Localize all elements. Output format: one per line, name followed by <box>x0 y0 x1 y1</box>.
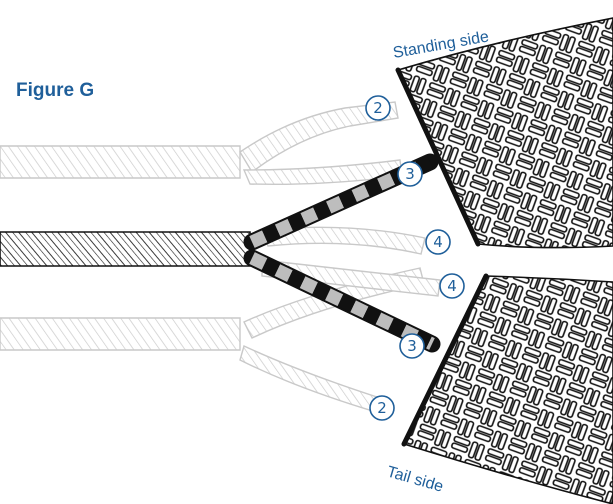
callout-circle <box>439 273 465 299</box>
callout-number: 4 <box>447 277 457 295</box>
callout-circle <box>425 229 451 255</box>
callout-3-upper: 3 <box>397 161 423 187</box>
callout-3-lower: 3 <box>399 333 425 359</box>
callout-number: 2 <box>377 399 387 417</box>
lower-banded-strand <box>243 249 441 353</box>
callout-circle <box>365 95 391 121</box>
callout-circle <box>399 333 425 359</box>
middle-faded-strands <box>261 226 441 297</box>
tail-side-label: Tail side <box>385 464 445 496</box>
upper-faded-rope <box>0 101 403 186</box>
callout-number: 2 <box>373 99 383 117</box>
standing-cut-line <box>395 67 481 247</box>
callout-number: 4 <box>433 233 443 251</box>
callout-2-upper: 2 <box>365 95 391 121</box>
callout-4-lower: 4 <box>439 273 465 299</box>
lower-faded-rope <box>0 267 425 413</box>
callout-circle <box>369 395 395 421</box>
callout-number: 3 <box>405 165 415 183</box>
callout-number: 3 <box>407 337 417 355</box>
callout-2-lower: 2 <box>369 395 395 421</box>
callout-circle <box>397 161 423 187</box>
callout-4-upper: 4 <box>425 229 451 255</box>
figure-title: Figure G <box>16 80 94 101</box>
tail-side-sleeve <box>401 273 613 504</box>
main-rope <box>0 231 251 267</box>
tail-cut-line <box>401 273 489 447</box>
